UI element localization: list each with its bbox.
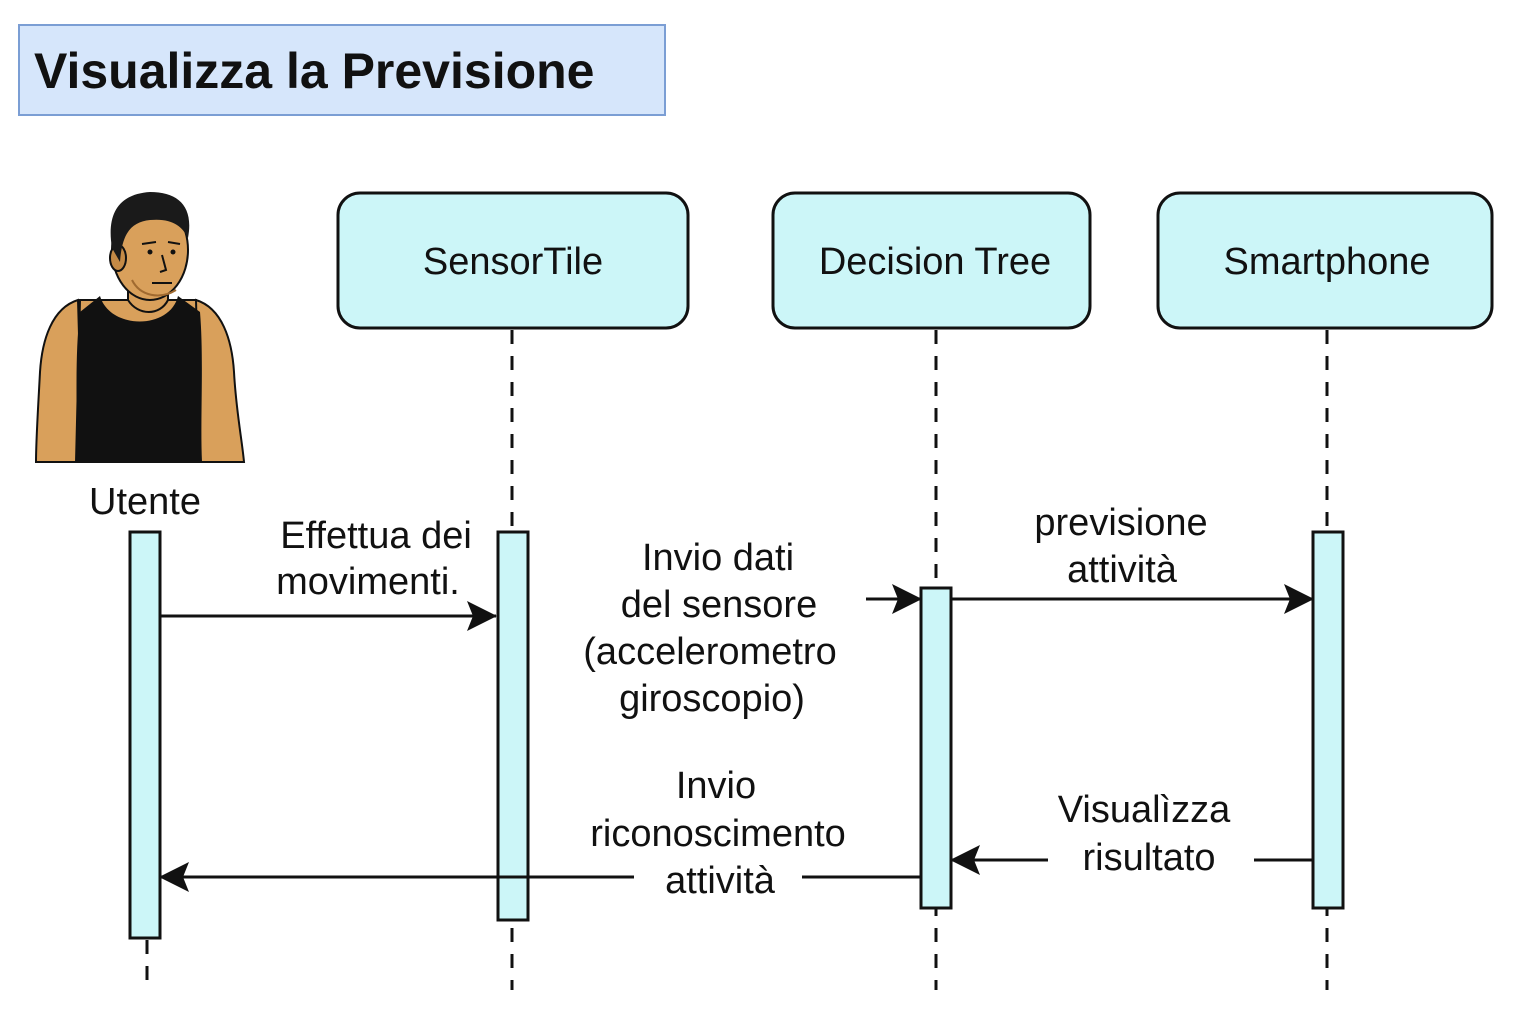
message-label-line: (accelerometro [583, 631, 836, 673]
participant-decision-tree: Decision Tree [771, 191, 1092, 330]
message-visualizza-risultato: Visualìzza risultato [950, 789, 1313, 879]
message-label-line: Visualìzza [1058, 789, 1231, 831]
message-label-line: Invio [676, 765, 756, 807]
message-effettua-movimenti: Effettua dei movimenti. [160, 515, 497, 631]
message-label-line: risultato [1082, 837, 1215, 879]
message-label-line: attività [665, 860, 776, 902]
diagram-title: Visualizza la Previsione [34, 43, 595, 99]
message-label-line: Effettua dei [280, 515, 472, 557]
person-icon [34, 192, 246, 463]
message-invio-riconoscimento: Invio riconoscimento attività [159, 765, 921, 902]
message-previsione-attivita: previsione attività [951, 502, 1314, 614]
participant-smartphone: Smartphone [1156, 191, 1494, 330]
diagram-title-box: Visualizza la Previsione [18, 24, 666, 116]
participant-label-decision-tree: Decision Tree [819, 241, 1051, 283]
message-label-line: giroscopio) [619, 678, 805, 720]
message-label-line: movimenti. [276, 561, 460, 603]
participant-label-smartphone: Smartphone [1223, 241, 1430, 283]
message-label-line: riconoscimento [590, 813, 846, 855]
activation-sensortile [496, 530, 530, 922]
message-label-line: Invio dati [642, 537, 794, 579]
participant-sensortile: SensorTile [336, 191, 690, 330]
activation-decision-tree [919, 586, 953, 910]
message-label-line: del sensore [621, 584, 817, 626]
participant-label-sensortile: SensorTile [423, 241, 603, 283]
message-label-line: previsione [1034, 502, 1207, 544]
message-invio-dati-sensore: Invio dati del sensore (accelerometro gi… [583, 537, 922, 720]
activation-utente [128, 530, 162, 940]
actor-label: Utente [89, 481, 201, 523]
message-label-line: attività [1067, 549, 1178, 591]
activation-smartphone [1311, 530, 1345, 910]
